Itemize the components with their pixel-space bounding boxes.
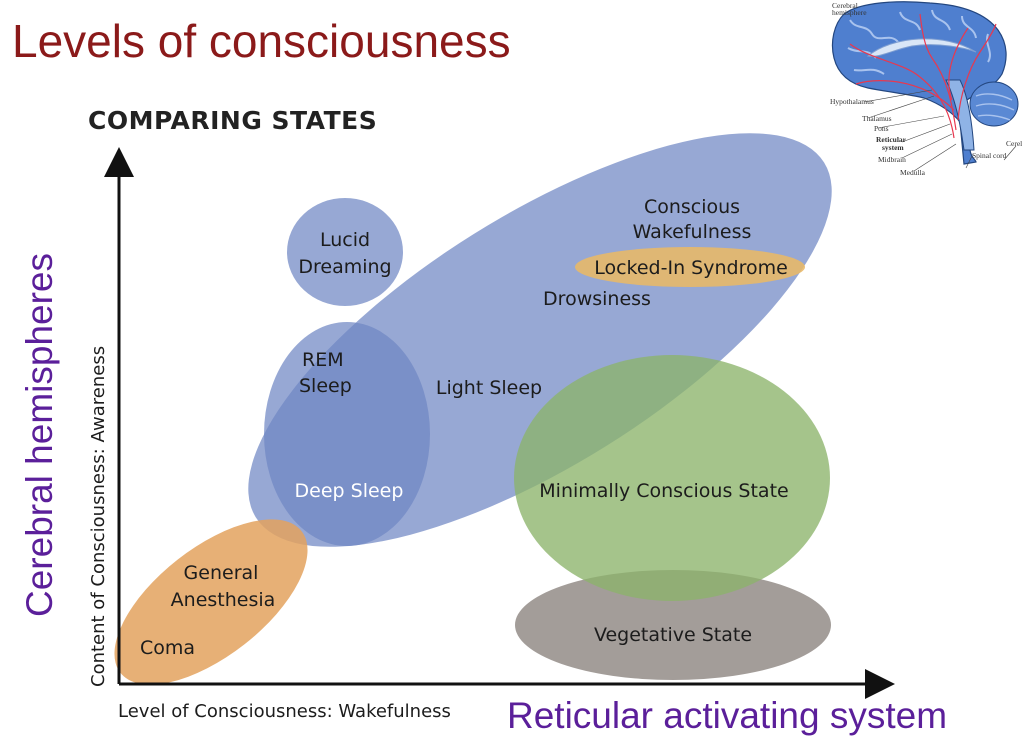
label-drowsiness: Drowsiness <box>543 288 651 310</box>
inset-label-cerebellum: Cerel <box>1006 139 1022 148</box>
inset-label-spinal-cord: Spinal cord <box>972 151 1007 160</box>
inset-label-midbrain: Midbrain <box>878 155 906 164</box>
anesthesia-coma-region <box>114 519 308 685</box>
inset-label-medulla: Medulla <box>900 168 926 177</box>
inset-label-hypothalamus: Hypothalamus <box>830 97 874 106</box>
reticular-pathways <box>849 13 997 139</box>
brain-illustration: Cerebral hemisphere Hypothalamus Thalamu… <box>830 1 1022 177</box>
inset-label-reticular-line1: Reticular <box>876 135 907 144</box>
label-anesthesia-line2: Anesthesia <box>171 589 276 611</box>
label-vegetative: Vegetative State <box>594 624 752 646</box>
locked-in-region <box>575 247 805 287</box>
reticular-activating-system-label: Reticular activating system <box>507 695 947 736</box>
x-axis-label: Level of Consciousness: Wakefulness <box>118 701 451 722</box>
cerebral-hemispheres-label: Cerebral hemispheres <box>19 253 60 617</box>
label-anesthesia-line1: General <box>184 562 259 584</box>
label-minimally-conscious: Minimally Conscious State <box>539 480 788 502</box>
slide-title: Levels of consciousness <box>12 15 511 67</box>
lucid-dreaming-region <box>287 198 403 306</box>
vegetative-state-region <box>515 570 831 680</box>
label-light-sleep: Light Sleep <box>436 377 542 399</box>
inset-label-reticular-line2: system <box>882 143 904 152</box>
inset-label-cerebral-line2: hemisphere <box>832 8 867 17</box>
corpus-callosum <box>866 38 977 57</box>
label-lucid-line1: Lucid <box>320 229 370 251</box>
rem-sleep-region <box>264 322 430 546</box>
cerebellum-folia <box>975 93 1015 121</box>
label-deep-sleep: Deep Sleep <box>295 480 404 502</box>
label-conscious-line2: Wakefulness <box>633 221 752 243</box>
label-rem-line2: Sleep <box>299 375 352 397</box>
inset-label-cerebral-line1: Cerebral <box>832 1 858 10</box>
y-axis-label: Content of Consciousness: Awareness <box>88 346 109 687</box>
label-locked-in: Locked-In Syndrome <box>594 257 788 279</box>
label-coma: Coma <box>140 637 195 659</box>
brain-gyri <box>847 9 991 75</box>
inset-leader-lines <box>863 89 1017 172</box>
label-rem-line1: REM <box>302 349 344 371</box>
inset-label-pons: Pons <box>874 124 889 133</box>
label-conscious-line1: Conscious <box>644 196 740 218</box>
label-lucid-line2: Dreaming <box>298 256 391 278</box>
brainstem <box>945 79 975 151</box>
chart-heading: COMPARING STATES <box>88 106 378 135</box>
minimally-conscious-region <box>514 355 830 601</box>
inset-label-thalamus: Thalamus <box>862 114 892 123</box>
